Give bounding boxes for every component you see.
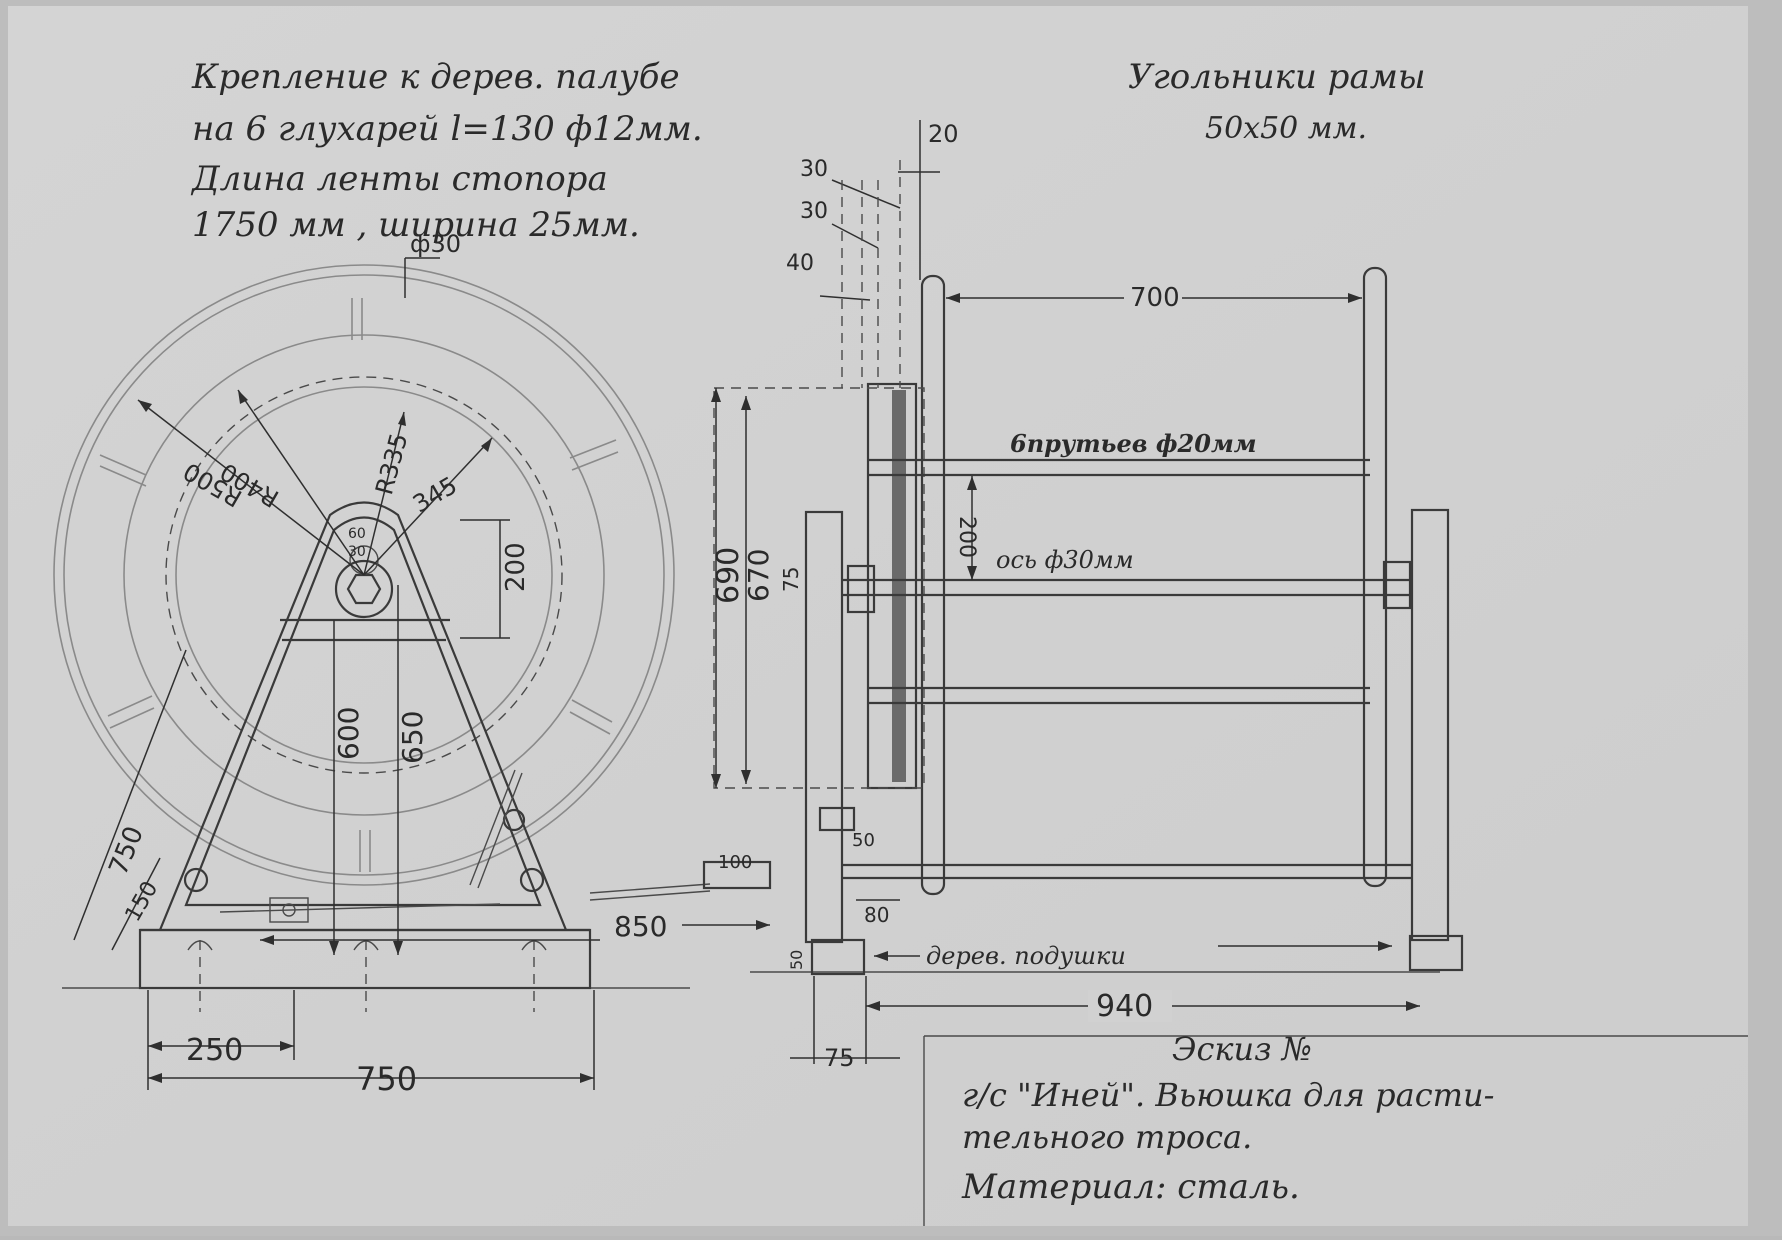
- flange-spokes: [99, 298, 619, 872]
- dim-20-label: 20: [928, 120, 959, 148]
- drum-circle: [175, 386, 553, 764]
- title-material: Материал: сталь.: [961, 1167, 1300, 1207]
- dim-670-label: 670: [742, 549, 775, 602]
- upper-extension-lines: [841, 160, 901, 388]
- drum-dashed-circle: [165, 376, 563, 774]
- stand-leg-left: [804, 510, 844, 944]
- dim-200-label: 200: [501, 542, 531, 592]
- frame-post-right: [1362, 266, 1388, 888]
- band-note: Длина ленты стопора 1750 мм , ширина 25м…: [190, 159, 640, 245]
- fastening-note-line1: Крепление к дерев. палубе: [191, 57, 680, 97]
- dim-r335-line: [363, 411, 405, 576]
- band-note-line1: Длина ленты стопора: [190, 159, 608, 199]
- wooden-pad-right: [1408, 934, 1464, 972]
- dim-75-side-label: 75: [779, 567, 803, 592]
- flange-outer-circle-inner: [63, 274, 665, 876]
- frame-post-left: [920, 274, 946, 896]
- fastening-note: Крепление к дерев. палубе на 6 глухарей …: [191, 57, 703, 149]
- title-sketch-number: Эскиз №: [1172, 1030, 1312, 1068]
- base-pad: [138, 928, 592, 990]
- hub-left: [846, 564, 876, 614]
- dim-150-line: [111, 857, 161, 951]
- axle-note: ось ф30мм: [996, 546, 1134, 574]
- dim-345-line: [363, 437, 493, 576]
- flange-mid-circle: [123, 334, 605, 816]
- drum-rods: [842, 458, 1412, 880]
- flange-hatch: [892, 390, 906, 782]
- dim-650-label: 650: [396, 711, 429, 764]
- band-note-line2: 1750 мм , ширина 25мм.: [192, 205, 640, 245]
- wooden-pad-left: [810, 938, 866, 976]
- dim-700-label: 700: [1130, 283, 1180, 313]
- dim-50-small-label: 50: [852, 830, 875, 851]
- side-view: 20 30 30 40 700 6прутьев ф20мм 200 ось ф…: [702, 120, 1464, 1072]
- frame-note: Угольники рамы 50х50 мм.: [1128, 57, 1426, 146]
- dim-750-side-line: [73, 649, 187, 941]
- lag-screw-heads: [187, 940, 547, 951]
- brake-angle: [702, 860, 772, 890]
- dim-60-label: 60: [348, 526, 366, 542]
- dim-30-mid-label: 30: [800, 199, 828, 224]
- dim-690-label: 690: [711, 547, 746, 604]
- lag-screws: [199, 940, 535, 1012]
- dim-100-label: 100: [718, 852, 752, 873]
- drum-flange-plate: [866, 382, 918, 790]
- axle-nut: [346, 573, 382, 605]
- dim-40-label: 40: [786, 251, 814, 276]
- dim-50-pad-label: 50: [787, 950, 806, 970]
- title-line2: г/с "Иней". Вьюшка для расти-: [962, 1076, 1494, 1114]
- frame-note-line2: 50х50 мм.: [1205, 111, 1367, 146]
- axle-hub: [334, 559, 394, 619]
- frame-bolt-right: [519, 867, 545, 893]
- rods-note: 6прутьев ф20мм: [1010, 429, 1257, 458]
- dim-80-label: 80: [864, 903, 889, 927]
- dim-30-label: 30: [348, 544, 366, 560]
- brake-lever: [219, 769, 711, 923]
- brake-block: [818, 806, 856, 832]
- dim-d30-label: ф30: [410, 230, 461, 258]
- hub-right: [1382, 560, 1412, 610]
- dim-30-top-label: 30: [800, 157, 828, 182]
- dim-250-label: 250: [186, 1033, 243, 1068]
- frame-bolt-left: [183, 867, 209, 893]
- dim-75-bottom-label: 75: [824, 1044, 855, 1072]
- dim-r500-line: [137, 399, 365, 576]
- title-line3: тельного троса.: [962, 1118, 1252, 1156]
- dim-850-label: 850: [614, 910, 667, 943]
- fastening-note-line2: на 6 глухарей l=130 ф12мм.: [192, 109, 703, 149]
- title-block: Эскиз № г/с "Иней". Вьюшка для расти- те…: [923, 1030, 1748, 1226]
- dim-200-side-label: 200: [954, 516, 979, 558]
- frame-note-line1: Угольники рамы: [1128, 57, 1426, 97]
- dim-750-base-label: 750: [356, 1060, 417, 1098]
- dim-r400-line: [237, 389, 365, 576]
- dim-600-label: 600: [332, 707, 365, 760]
- stand-leg-right: [1410, 508, 1450, 942]
- pads-note: дерев. подушки: [926, 942, 1126, 970]
- flange-outline-dashed: [713, 387, 925, 789]
- flange-outer-circle: [53, 264, 675, 886]
- paper: [8, 6, 1748, 1226]
- dim-940-label: 940: [1096, 989, 1153, 1024]
